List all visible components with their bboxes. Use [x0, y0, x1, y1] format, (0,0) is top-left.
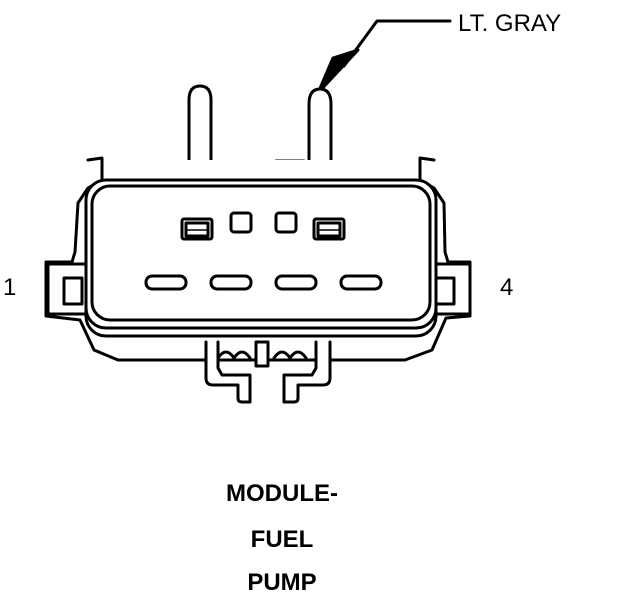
caption-line-3: PUMP [247, 569, 317, 596]
left-ear [46, 262, 92, 316]
caption-line-2: FUEL [250, 526, 314, 553]
wire-color-label: LT. GRAY [458, 10, 562, 37]
connector-face [90, 184, 432, 322]
pin-1-label: 1 [3, 274, 17, 301]
top-cavities [180, 211, 346, 241]
left-ear-slot [62, 276, 84, 306]
callout-leader [316, 19, 452, 95]
terminal-slots [144, 274, 383, 291]
pin-4-label: 4 [500, 274, 514, 301]
bottom-lock-tab [204, 340, 332, 404]
caption-line-1: MODULE- [226, 480, 338, 507]
